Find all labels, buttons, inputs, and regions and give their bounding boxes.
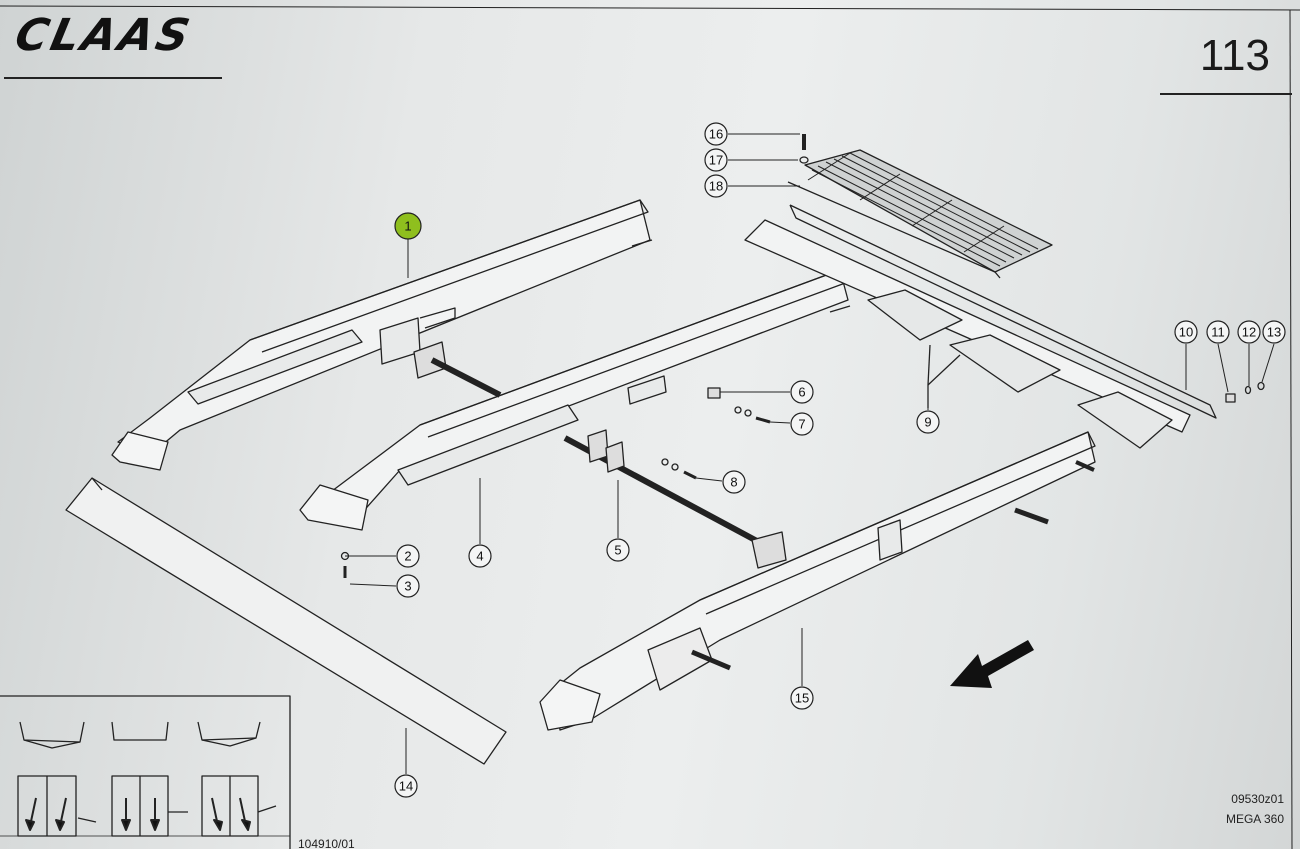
callout-circle: [1237, 320, 1261, 344]
reference-number: 104910/01: [298, 837, 355, 849]
callout-number: 14: [399, 779, 413, 794]
callout-number: 13: [1267, 325, 1281, 340]
lower-angle-bar: [65, 477, 507, 765]
callout-number: 15: [795, 691, 809, 706]
cross-tube: [563, 429, 787, 569]
callout-number: 8: [730, 475, 737, 490]
callout-circle: [704, 148, 728, 172]
callout-number: 18: [709, 179, 723, 194]
callout-circle: [396, 574, 420, 598]
callout-5[interactable]: 5: [606, 538, 630, 562]
callout-12[interactable]: 12: [1237, 320, 1261, 344]
callout-14[interactable]: 14: [394, 774, 418, 798]
callout-number: 1: [404, 219, 411, 234]
callout-circle: [1262, 320, 1286, 344]
model-name: MEGA 360: [1225, 812, 1284, 826]
callout-circle: [722, 470, 746, 494]
travel-direction-arrow: [950, 640, 1034, 688]
callout-8[interactable]: 8: [722, 470, 746, 494]
callout-number: 17: [709, 153, 723, 168]
callout-circle: [1206, 320, 1230, 344]
callout-11[interactable]: 11: [1206, 320, 1230, 344]
callout-number: 5: [614, 543, 621, 558]
callout-17[interactable]: 17: [704, 148, 728, 172]
callout-10[interactable]: 10: [1174, 320, 1198, 344]
callout-circle: [790, 686, 814, 710]
callout-13[interactable]: 13: [1262, 320, 1286, 344]
rear-frame: [744, 204, 1217, 449]
callout-18[interactable]: 18: [704, 174, 728, 198]
callout-number: 11: [1211, 325, 1225, 340]
callout-3[interactable]: 3: [396, 574, 420, 598]
callout-number: 9: [924, 415, 931, 430]
callout-circle: [394, 774, 418, 798]
callout-circle: [790, 412, 814, 436]
callout-circle: [704, 174, 728, 198]
callout-2[interactable]: 2: [396, 544, 420, 568]
page-number: 113: [1199, 31, 1270, 80]
grille-panel: [787, 149, 1053, 279]
callout-4[interactable]: 4: [468, 544, 492, 568]
callout-6[interactable]: 6: [790, 380, 814, 404]
callout-circle: [468, 544, 492, 568]
callout-number: 4: [476, 549, 483, 564]
callout-number: 12: [1242, 325, 1256, 340]
callout-number: 3: [404, 579, 411, 594]
fasteners: [340, 134, 1265, 578]
callout-number: 7: [798, 417, 805, 432]
callout-15[interactable]: 15: [790, 686, 814, 710]
callout-number: 10: [1179, 325, 1193, 340]
callout-circle: [1174, 320, 1198, 344]
drawing-code: 09530z01: [1231, 792, 1284, 806]
callout-circle: [704, 122, 728, 146]
callout-circle: [396, 544, 420, 568]
callout-number: 2: [404, 549, 411, 564]
side-member-left: [111, 199, 653, 471]
callout-9[interactable]: 9: [916, 410, 940, 434]
side-member-right: [539, 431, 1096, 731]
mounting-variants-legend: [0, 695, 291, 849]
callout-circle: [790, 380, 814, 404]
callout-7[interactable]: 7: [790, 412, 814, 436]
callout-circle: [606, 538, 630, 562]
callout-1[interactable]: 1: [394, 212, 422, 240]
callout-circle: [916, 410, 940, 434]
callout-number: 16: [709, 127, 723, 142]
callout-16[interactable]: 16: [704, 122, 728, 146]
callout-circle: [394, 212, 422, 240]
callout-number: 6: [798, 385, 805, 400]
